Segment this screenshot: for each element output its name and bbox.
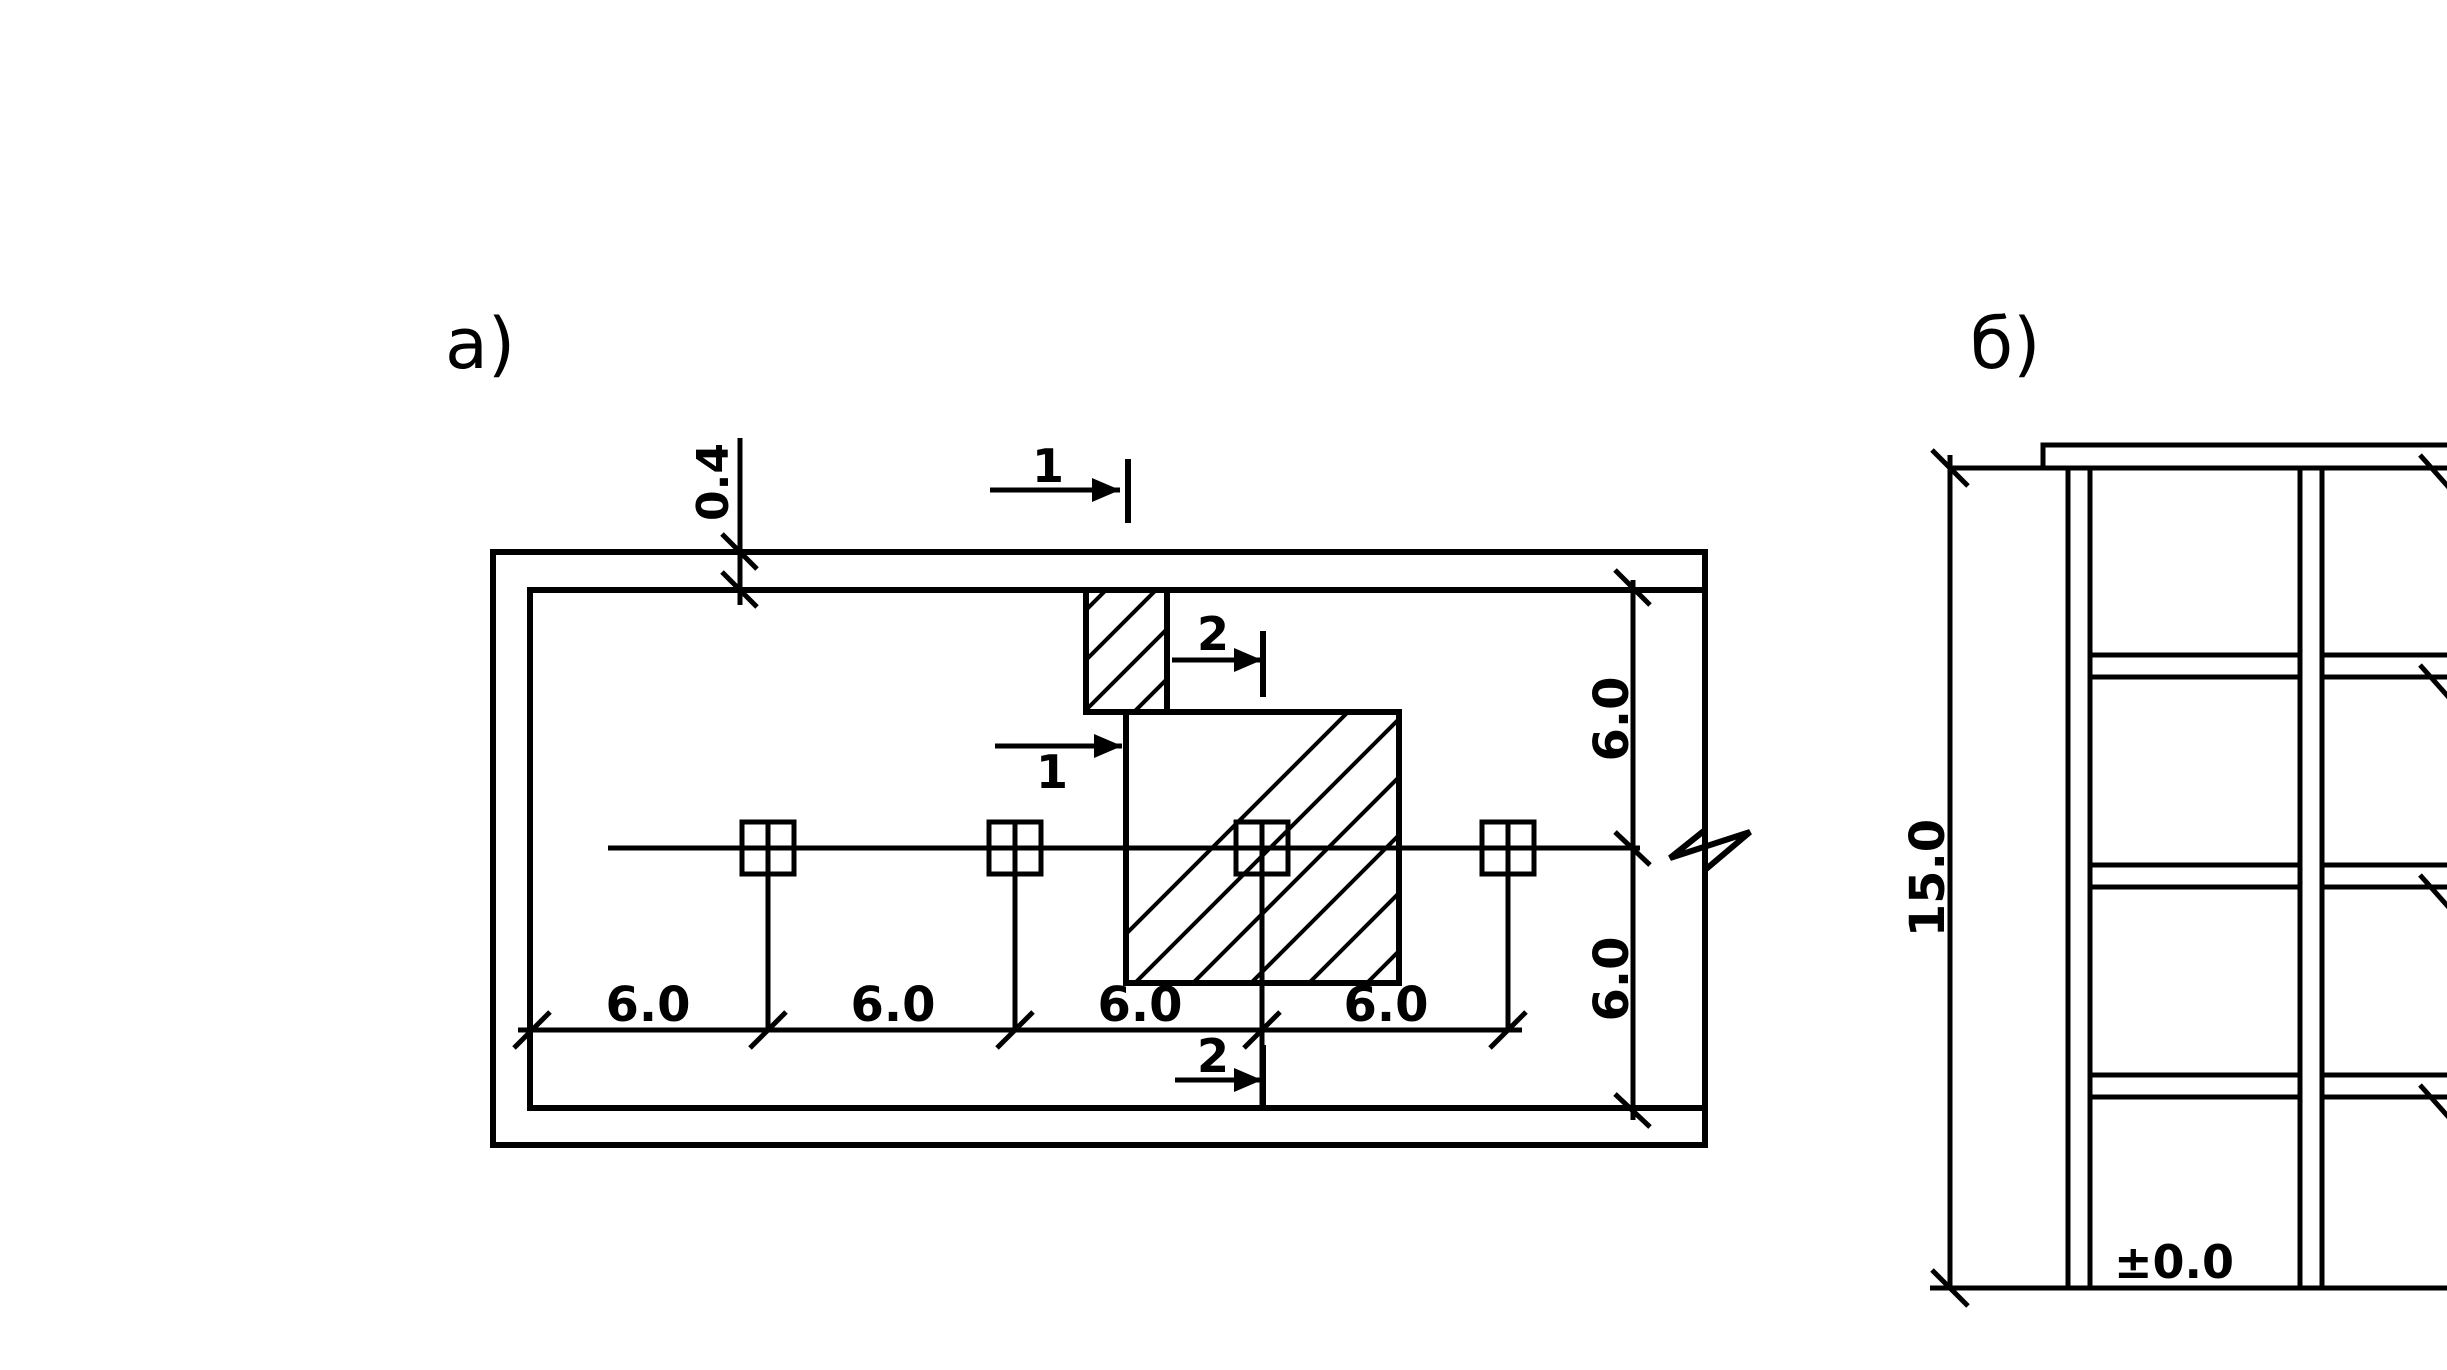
break-line xyxy=(1668,549,1752,1148)
bay-tick xyxy=(1242,1010,1282,1050)
section-mark-2-bottom: 2 xyxy=(1175,1029,1266,1111)
section-panel-label: б) xyxy=(1970,303,2040,385)
bay-span-2: 6.0 xyxy=(850,977,935,1033)
hatch-line xyxy=(1306,890,1399,983)
bay-tick xyxy=(512,1010,552,1050)
bay-tick xyxy=(1488,1010,1528,1050)
wall-thickness-label: 0.4 xyxy=(688,443,739,521)
section-view: б) 15.0 ±0.0 xyxy=(1900,303,2447,1308)
roof-line xyxy=(2040,442,2447,468)
vertical-span-lower: 6.0 xyxy=(1584,936,1640,1021)
section-mark-1b-label: 1 xyxy=(1036,745,1068,799)
section-mark-1-top: 1 xyxy=(990,439,1131,523)
bay-span-4: 6.0 xyxy=(1343,977,1428,1033)
section-mark-2-top: 2 xyxy=(1172,607,1266,697)
section-mark-1-bottom: 1 xyxy=(995,734,1122,799)
section-floors xyxy=(2090,652,2447,1100)
column-leaders xyxy=(765,874,1511,1108)
bay-span-3: 6.0 xyxy=(1097,977,1182,1033)
section-mark-2-label: 2 xyxy=(1197,607,1229,661)
height-label: 15.0 xyxy=(1900,819,1956,937)
bay-tick xyxy=(995,1010,1035,1050)
bay-tick xyxy=(748,1010,788,1050)
zero-level-label: ±0.0 xyxy=(2114,1235,2234,1289)
section-mark-2b-label: 2 xyxy=(1197,1029,1229,1083)
bay-dimension-ticks xyxy=(512,1010,1528,1050)
vertical-span-upper: 6.0 xyxy=(1584,676,1640,761)
bay-span-1: 6.0 xyxy=(605,977,690,1033)
plan-view: а) 6.0 xyxy=(445,303,1752,1148)
section-edge-hatch xyxy=(2418,453,2447,1120)
bay-dimension-labels: 6.0 6.0 6.0 6.0 xyxy=(605,977,1428,1033)
section-mark-1-label: 1 xyxy=(1032,439,1064,493)
plan-panel-label: а) xyxy=(445,303,515,385)
